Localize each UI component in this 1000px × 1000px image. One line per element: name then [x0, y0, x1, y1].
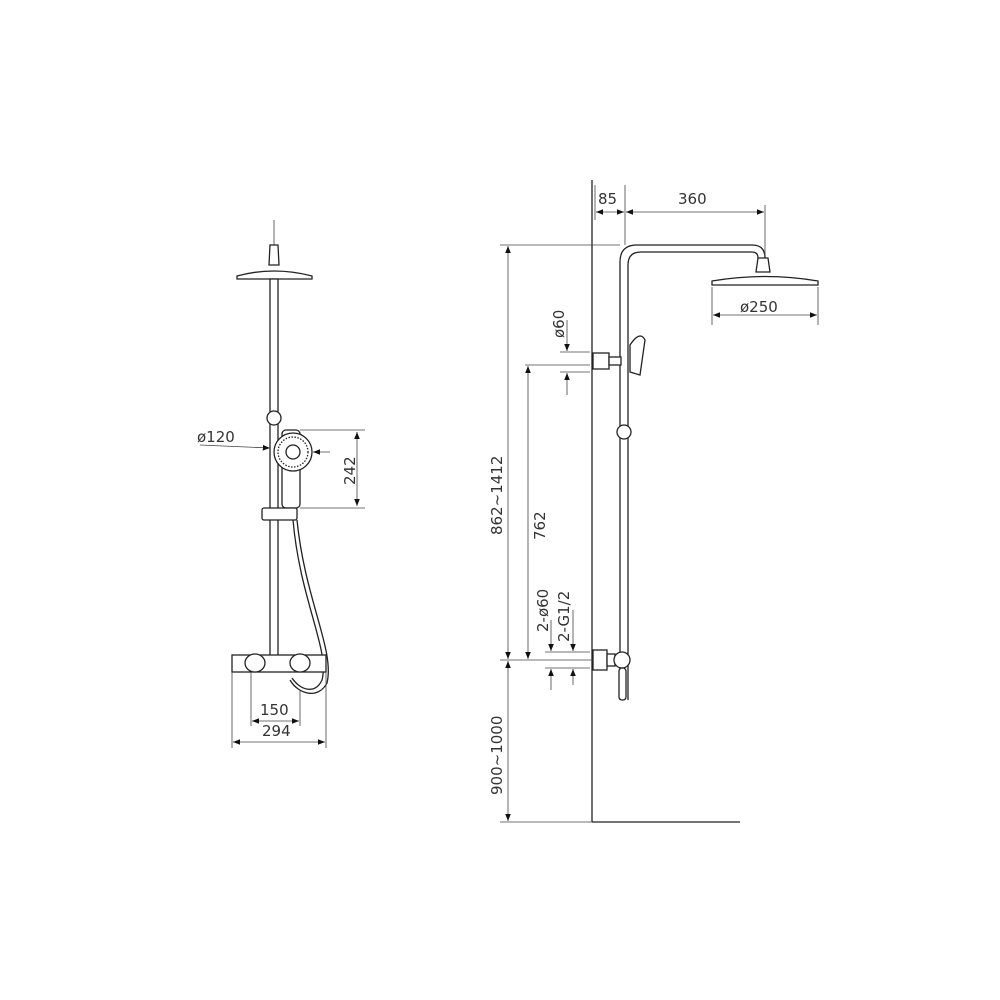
bracket-diameter-label: ø60 — [550, 310, 568, 338]
handshower-diameter-label: ø120 — [197, 428, 235, 446]
handshower-height-label: 242 — [341, 456, 359, 485]
front-view: ø120 242 150 294 — [197, 220, 365, 748]
mixer-width-label: 294 — [262, 722, 291, 740]
inlet-spacing-label: 150 — [260, 701, 289, 719]
side-view: (function(){var g=document.currentScript… — [488, 180, 819, 823]
overhead-shower-head — [236, 270, 313, 280]
side-head — [711, 275, 819, 286]
bracket-height-label: 762 — [531, 511, 549, 540]
mixer-height-label: 900~1000 — [488, 716, 506, 795]
head-diameter-label: ø250 — [740, 298, 778, 316]
side-handshower — [629, 335, 646, 376]
inlet-thread-label: 2-G1/2 — [555, 591, 573, 642]
total-height-label: 862~1412 — [488, 456, 506, 535]
riser-rod — [269, 278, 279, 660]
arm-length-label: 360 — [678, 190, 707, 208]
wall-offset-label: 85 — [598, 190, 617, 208]
slider — [261, 507, 298, 521]
inlet-cover-label: 2-ø60 — [534, 589, 552, 632]
